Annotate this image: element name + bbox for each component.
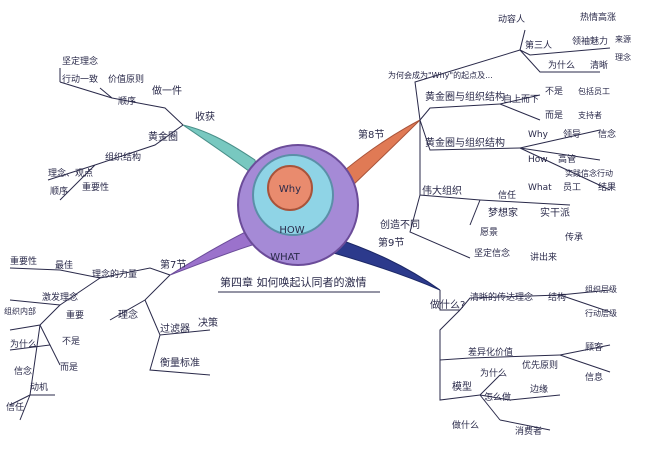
node-what-to-do: 做什么? <box>430 298 465 311</box>
node-value-principle: 价值原则 <box>108 73 144 85</box>
node-dreamer: 梦想家 <box>488 206 518 219</box>
node-importance-bl: 重要性 <box>10 255 37 267</box>
branch-section-7 <box>9 267 211 421</box>
node-belief-tr: 信念 <box>598 128 616 140</box>
node-info: 信息 <box>585 371 603 383</box>
node-speak-out: 讲出来 <box>530 251 557 263</box>
node-create-difference: 创造不同 <box>380 218 420 231</box>
node-why-starting-point: 为何会成为"Why"的起点及... <box>388 70 493 80</box>
node-best: 最佳 <box>55 259 73 271</box>
branch-harvest-label: 收获 <box>195 110 215 123</box>
branch-section-9 <box>439 289 611 431</box>
node-supporters: 支持者 <box>578 110 602 120</box>
center-circle: Why HOW WHAT <box>237 144 359 266</box>
node-golden-org-2: 黄金圈与组织结构 <box>425 136 505 149</box>
circle-why <box>267 165 313 211</box>
node-clear-tr: 清晰 <box>590 59 608 71</box>
node-not: 不是 <box>545 86 563 97</box>
node-idea-bl: 理念 <box>118 308 138 321</box>
node-how-level: How <box>528 155 548 165</box>
node-clear-convey: 清晰的传达理念 <box>470 291 533 303</box>
node-high-passion: 热情高涨 <box>580 11 616 23</box>
node-vision: 愿景 <box>480 227 498 238</box>
branch-section-8-label: 第8节 <box>358 128 384 141</box>
node-source-tr: 来源 <box>615 35 631 44</box>
node-motive: 动机 <box>30 381 48 393</box>
node-idea-power: 理念的力量 <box>92 268 137 280</box>
branch-section-9-label: 第9节 <box>378 236 404 249</box>
node-customer: 顾客 <box>585 341 603 353</box>
node-trust-bl: 信任 <box>6 401 24 413</box>
node-consumer: 消费者 <box>515 425 542 437</box>
node-why-tr: 为什么 <box>548 59 575 71</box>
node-priority-principle: 优先原则 <box>522 359 558 371</box>
node-top-down: 自上而下 <box>503 93 539 105</box>
node-leader-charisma: 领袖魅力 <box>572 35 608 47</box>
node-leader: 领导 <box>563 128 581 140</box>
branch-section-7-label: 第7节 <box>160 258 186 271</box>
node-edge: 边缘 <box>530 383 548 395</box>
node-importance-tl: 重要性 <box>82 181 109 193</box>
node-but: 而是 <box>545 110 563 121</box>
node-belief-bl: 信念 <box>14 365 32 377</box>
node-diff-value: 差异化价值 <box>468 346 513 358</box>
node-include-staff: 包括员工 <box>578 86 610 96</box>
node-filter: 过滤器 <box>160 322 190 335</box>
node-result: 结果 <box>598 181 616 193</box>
node-structure: 结构 <box>548 291 566 303</box>
node-golden-org-1: 黄金圈与组织结构 <box>425 90 505 103</box>
node-doer: 实干派 <box>540 206 570 219</box>
center-what: WHAT <box>270 252 300 263</box>
node-why-level: Why <box>528 130 549 140</box>
node-great-org: 伟大组织 <box>422 184 462 197</box>
node-important: 重要 <box>66 309 84 321</box>
branch-trunk-top-left <box>182 124 259 180</box>
node-not-bl: 不是 <box>62 336 80 347</box>
node-firm-belief-tr: 坚定信念 <box>474 247 510 259</box>
node-org-inside: 组织内部 <box>4 306 36 316</box>
node-practice-belief: 实践信念行动 <box>565 168 613 178</box>
node-firm-belief: 坚定理念 <box>62 55 98 67</box>
center-how: HOW <box>279 225 304 236</box>
chapter-title: 第四章 如何唤起认同者的激情 <box>220 275 367 289</box>
node-decision: 决策 <box>198 316 218 329</box>
node-idea-view: 理念、观点 <box>48 167 93 179</box>
node-passdown: 传承 <box>565 231 583 243</box>
node-idea-tr: 理念 <box>615 52 631 62</box>
node-org-level: 组织层级 <box>585 284 617 294</box>
node-employees: 员工 <box>563 182 581 193</box>
node-why-bl: 为什么 <box>10 338 37 350</box>
node-inspire-idea: 激发理念 <box>42 291 78 303</box>
node-org-structure-tl: 组织结构 <box>105 151 141 163</box>
node-action-level: 行动层级 <box>585 308 617 318</box>
node-consistent-action: 行动一致 <box>62 73 98 85</box>
node-how-model: 怎么做 <box>484 391 511 403</box>
node-but-bl: 而是 <box>60 362 78 373</box>
branch-harvest <box>47 68 184 201</box>
node-third-person: 第三人 <box>525 39 552 51</box>
center-why: Why <box>279 184 301 195</box>
node-executives: 高管 <box>558 153 576 165</box>
node-do-one-thing: 做一件 <box>152 84 182 97</box>
node-what-level: What <box>528 183 552 193</box>
node-why-model: 为什么 <box>480 367 507 379</box>
node-model: 模型 <box>452 380 472 393</box>
branch-section-8 <box>409 29 611 259</box>
node-order-a: 顺序 <box>118 95 136 107</box>
branch-trunk-bottom-right <box>329 237 441 291</box>
node-moved-people: 动容人 <box>498 13 525 25</box>
node-golden-circle-tl: 黄金圈 <box>148 130 178 143</box>
node-measure-standard: 衡量标准 <box>160 357 200 369</box>
node-order-b: 顺序 <box>50 185 68 197</box>
node-trust: 信任 <box>498 189 516 201</box>
node-what-model: 做什么 <box>452 419 479 431</box>
